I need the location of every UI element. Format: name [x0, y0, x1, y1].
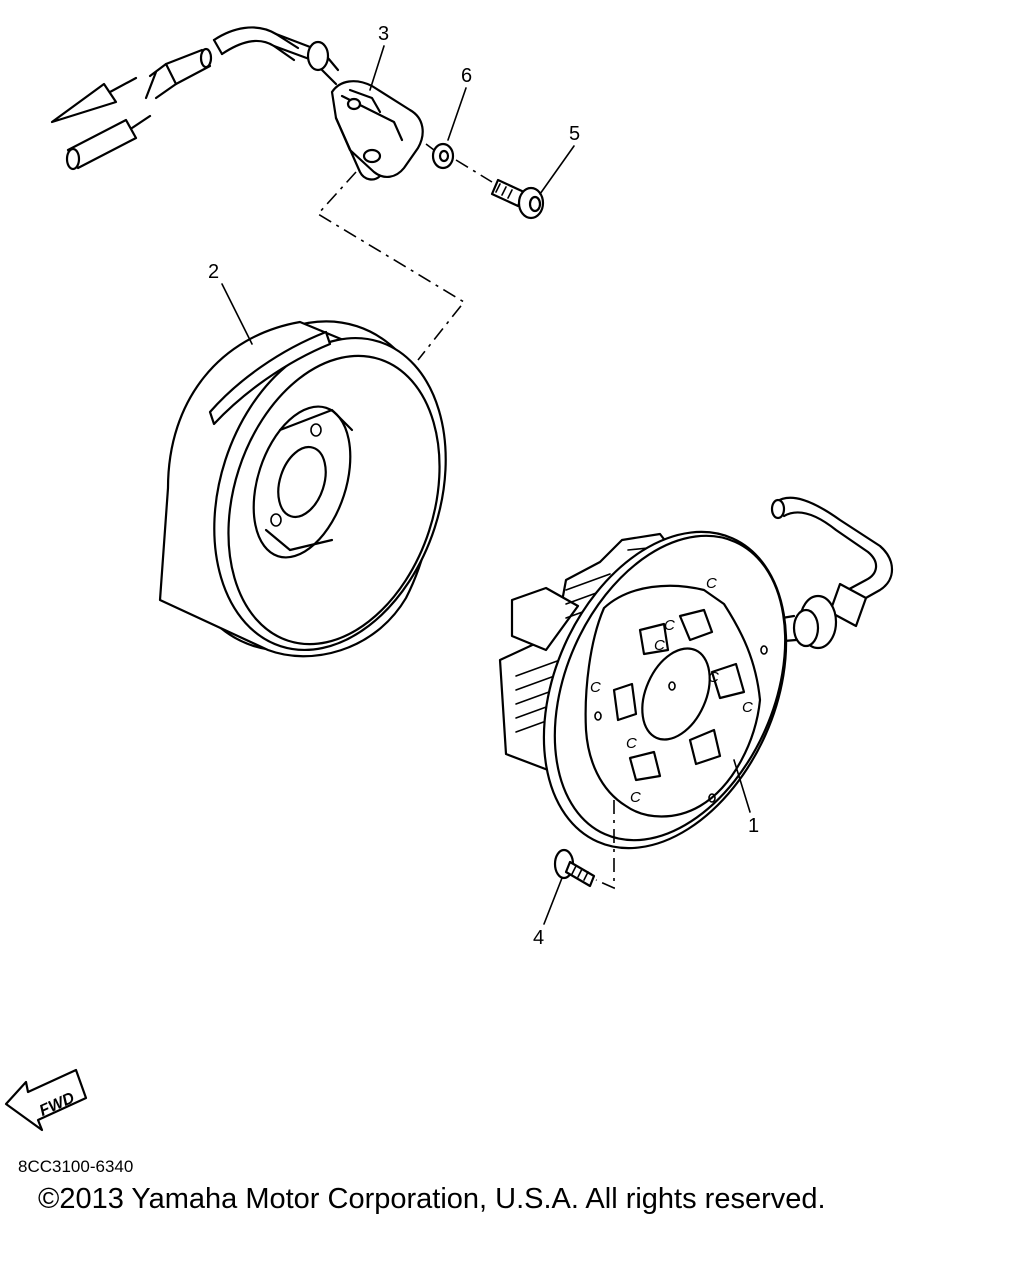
copyright-notice: ©2013 Yamaha Motor Corporation, U.S.A. A…	[38, 1183, 826, 1215]
callout-4: 4	[533, 927, 544, 949]
stator-assembly: C C C C C C C C	[498, 496, 894, 850]
leader-line-6	[447, 87, 467, 141]
callout-5: 5	[569, 123, 580, 145]
pickup-coil-screw	[490, 178, 545, 220]
callout-3: 3	[378, 23, 389, 45]
stator-marking: C	[708, 669, 719, 686]
leader-line-5	[539, 145, 575, 195]
callout-2: 2	[208, 261, 219, 283]
stator-marking: C	[654, 637, 665, 654]
leader-line-4	[543, 877, 563, 925]
pickup-coil-assembly	[50, 26, 424, 181]
callout-6: 6	[461, 65, 472, 87]
flywheel-rotor	[158, 320, 447, 658]
leader-line-3	[369, 45, 385, 91]
stator-marking: C	[626, 735, 637, 752]
stator-screw	[553, 848, 596, 888]
washer	[431, 142, 455, 170]
stator-marking: C	[664, 617, 675, 634]
stator-marking: C	[590, 679, 601, 696]
stator-marking: C	[706, 575, 717, 592]
fwd-direction-arrow: FWD	[4, 1068, 88, 1132]
stator-marking: C	[630, 789, 641, 806]
callout-labels: 3 6 5 2 1 4	[208, 23, 759, 949]
leader-line-2	[221, 283, 253, 345]
leader-line-1	[733, 759, 751, 813]
stator-marking: C	[742, 699, 753, 716]
drawing-code: 8CC3100-6340	[18, 1157, 134, 1176]
callout-1: 1	[748, 815, 759, 837]
